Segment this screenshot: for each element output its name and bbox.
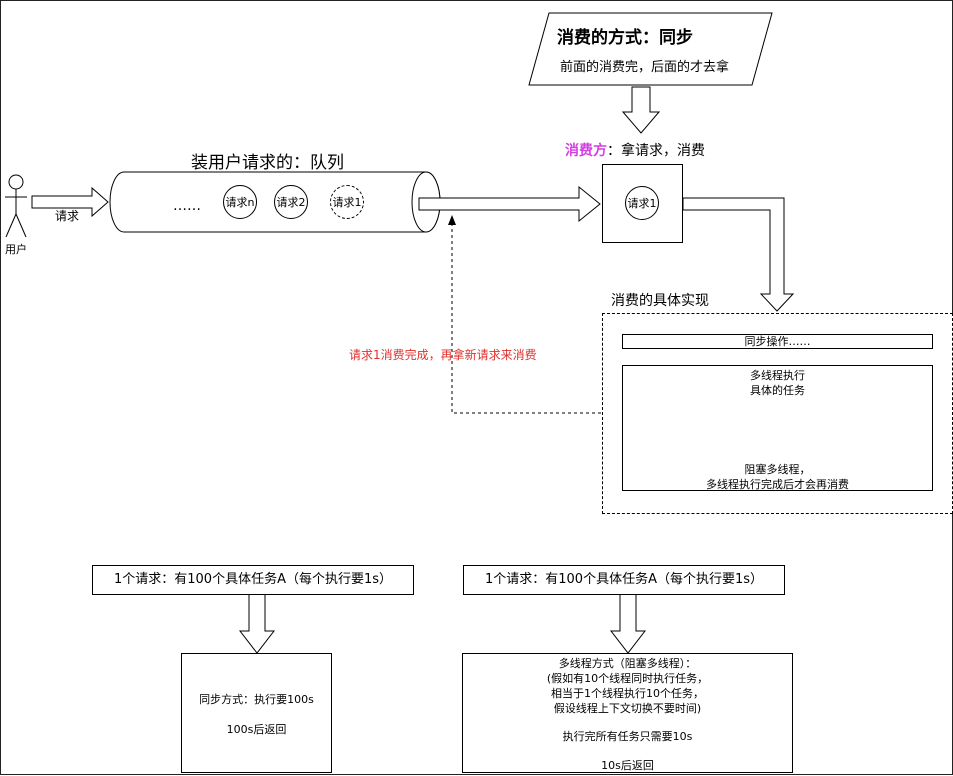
left-case-line-2: 100s后返回 — [226, 723, 287, 736]
sync-bar: 同步操作…… — [622, 334, 933, 349]
consumer-label: 消费方：拿请求，消费 — [565, 140, 705, 160]
queue-title: 装用户请求的：队列 — [191, 153, 344, 173]
strategy-title: 消费的方式：同步 — [557, 28, 693, 48]
user-icon — [5, 174, 27, 238]
left-case-line-1: 同步方式：执行要100s — [199, 693, 314, 706]
user-arrow-label: 请求 — [55, 209, 80, 223]
consumer-item: 请求1 — [625, 186, 659, 220]
consumer-name: 消费方 — [565, 143, 607, 159]
feedback-label: 请求1消费完成，再拿新请求来消费 — [349, 348, 537, 362]
right-case-line-3: 相当于1个线程执行10个任务， — [551, 687, 704, 700]
consumer-impl-arrow — [682, 197, 795, 312]
queue-ellipsis: …… — [173, 198, 201, 214]
queue-item-2: 请求2 — [274, 185, 308, 219]
strategy-subtitle: 前面的消费完，后面的才去拿 — [560, 60, 730, 75]
mt-line-4: 多线程执行完成后才会再消费 — [706, 478, 849, 491]
queue-consumer-arrow — [418, 185, 601, 223]
right-case-line-4: 假设线程上下文切换不要时间) — [553, 702, 702, 715]
right-case-box — [462, 653, 793, 773]
mt-line-3: 阻塞多线程， — [744, 463, 811, 476]
feedback-arrowhead — [448, 215, 456, 225]
user-queue-arrow — [31, 186, 109, 218]
impl-title: 消费的具体实现 — [611, 293, 709, 309]
right-case-line-1: 多线程方式（阻塞多线程）： — [558, 657, 697, 670]
mt-line-1: 多线程执行 — [750, 369, 805, 382]
left-case-arrow — [238, 593, 276, 654]
consumer-desc: ：拿请求，消费 — [607, 143, 705, 159]
queue-item-1: 请求1 — [330, 185, 364, 219]
feedback-dashed-line — [451, 223, 601, 414]
left-case-header: 1个请求：有100个具体任务A（每个执行要1s） — [92, 565, 414, 595]
mt-line-2: 具体的任务 — [750, 384, 805, 397]
right-case-line-2: (假如有10个线程同时执行任务， — [546, 672, 709, 685]
strategy-down-arrow — [621, 86, 661, 134]
right-case-header: 1个请求：有100个具体任务A（每个执行要1s） — [463, 565, 785, 595]
right-case-line-5: 执行完所有任务只需要10s — [562, 730, 693, 743]
strategy-parallelogram — [528, 12, 773, 86]
left-case-box — [181, 653, 332, 773]
multithread-box — [622, 365, 933, 491]
queue-item-n: 请求n — [223, 185, 257, 219]
right-case-line-6: 10s后返回 — [601, 759, 654, 772]
right-case-arrow — [609, 593, 647, 654]
user-label: 用户 — [5, 243, 27, 256]
